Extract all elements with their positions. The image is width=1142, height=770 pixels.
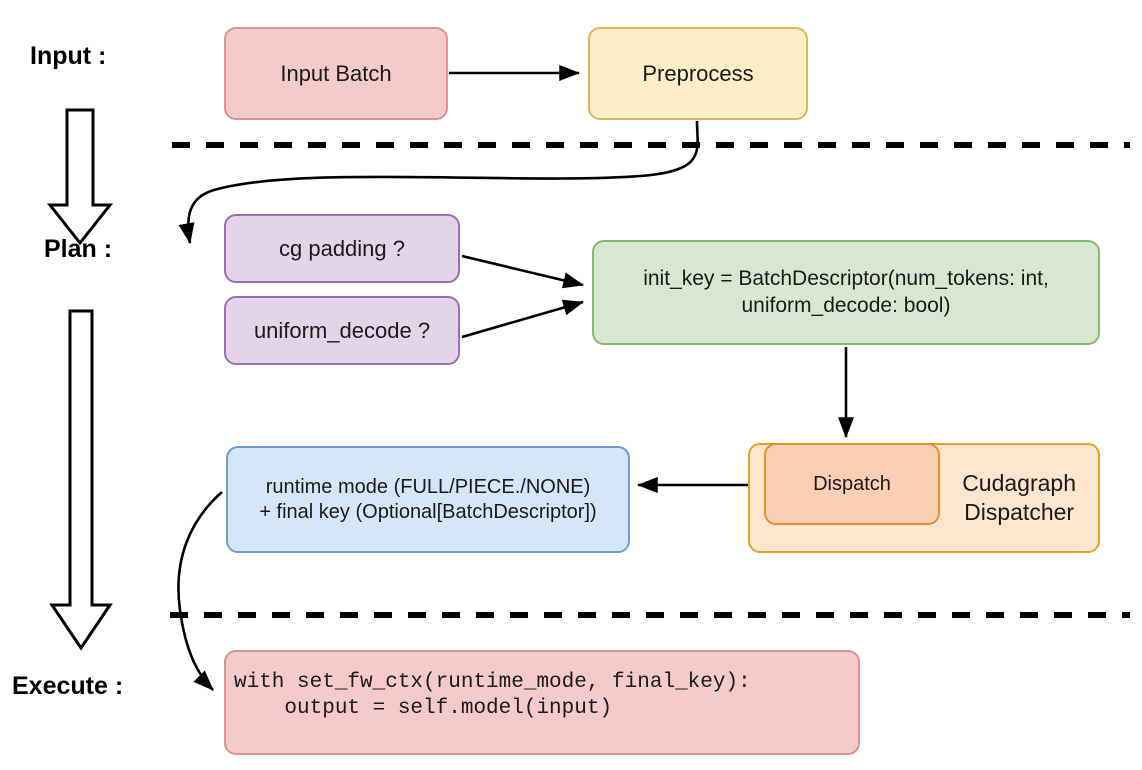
edge-cg-padding-to-init-key — [461, 254, 585, 289]
stage-label-execute: Execute : — [12, 672, 124, 700]
node-dispatch[interactable]: Dispatch — [764, 443, 940, 525]
edge-uniform-decode-to-init-key — [461, 299, 584, 339]
edge-preprocess-to-cg-padding — [178, 120, 699, 245]
node-runtime-mode-and-final-key[interactable]: runtime mode (FULL/PIECE./NONE) + final … — [226, 446, 630, 553]
node-input-batch[interactable]: Input Batch — [224, 27, 448, 120]
input-to-plan-arrow — [46, 108, 114, 246]
node-preprocess[interactable]: Preprocess — [588, 27, 808, 120]
node-execute-code-block[interactable]: with set_fw_ctx(runtime_mode, final_key)… — [224, 650, 860, 755]
stage-label-input: Input : — [30, 42, 107, 70]
plan-to-execute-arrow — [49, 309, 113, 651]
node-cg-padding[interactable]: cg padding ? — [224, 214, 460, 283]
node-init-key-batch-descriptor[interactable]: init_key = BatchDescriptor(num_tokens: i… — [592, 240, 1100, 345]
node-uniform-decode[interactable]: uniform_decode ? — [224, 296, 460, 365]
stage-label-plan: Plan : — [44, 235, 113, 263]
edge-runtime-mode-to-execute-code — [177, 491, 223, 691]
